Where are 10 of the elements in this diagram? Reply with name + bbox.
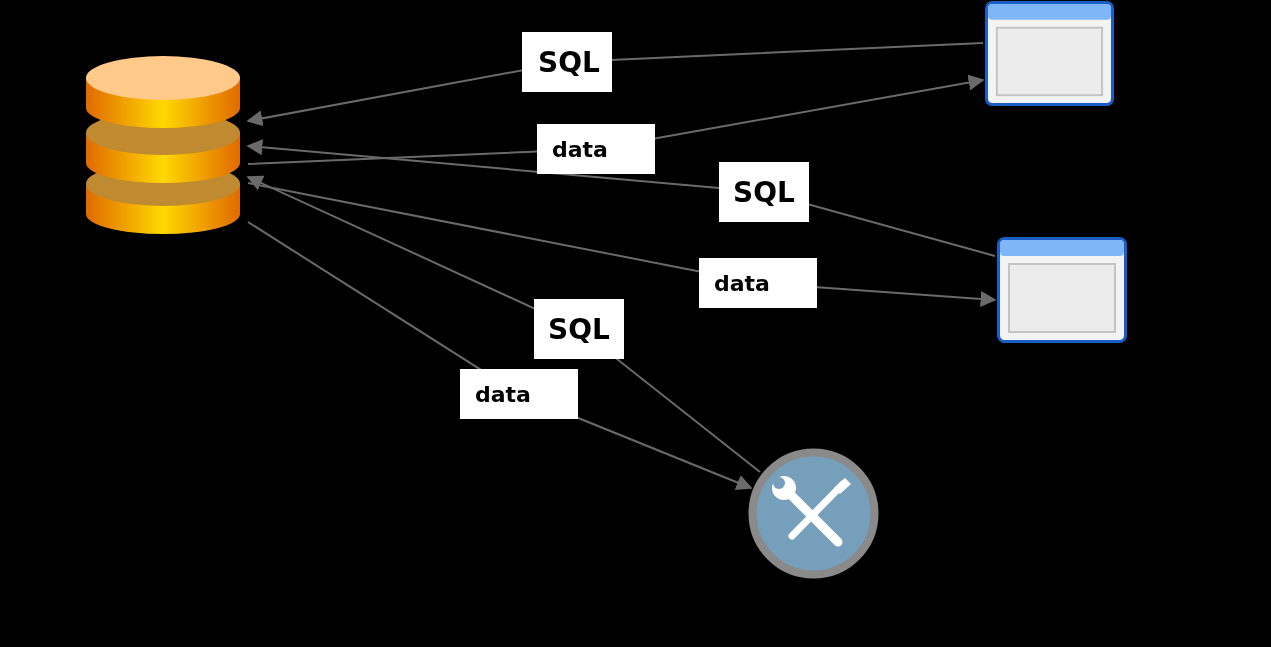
arrow [246,42,984,127]
edge-label: SQL [733,175,795,209]
window-icon [997,237,1127,343]
edge-label: data [475,381,531,407]
edge-label: SQL [538,45,600,79]
tools-icon [748,448,879,579]
edge-label: data [714,270,770,296]
window-icon [985,0,1114,107]
edge-label: data [552,136,608,162]
edge-label: SQL [548,312,610,346]
